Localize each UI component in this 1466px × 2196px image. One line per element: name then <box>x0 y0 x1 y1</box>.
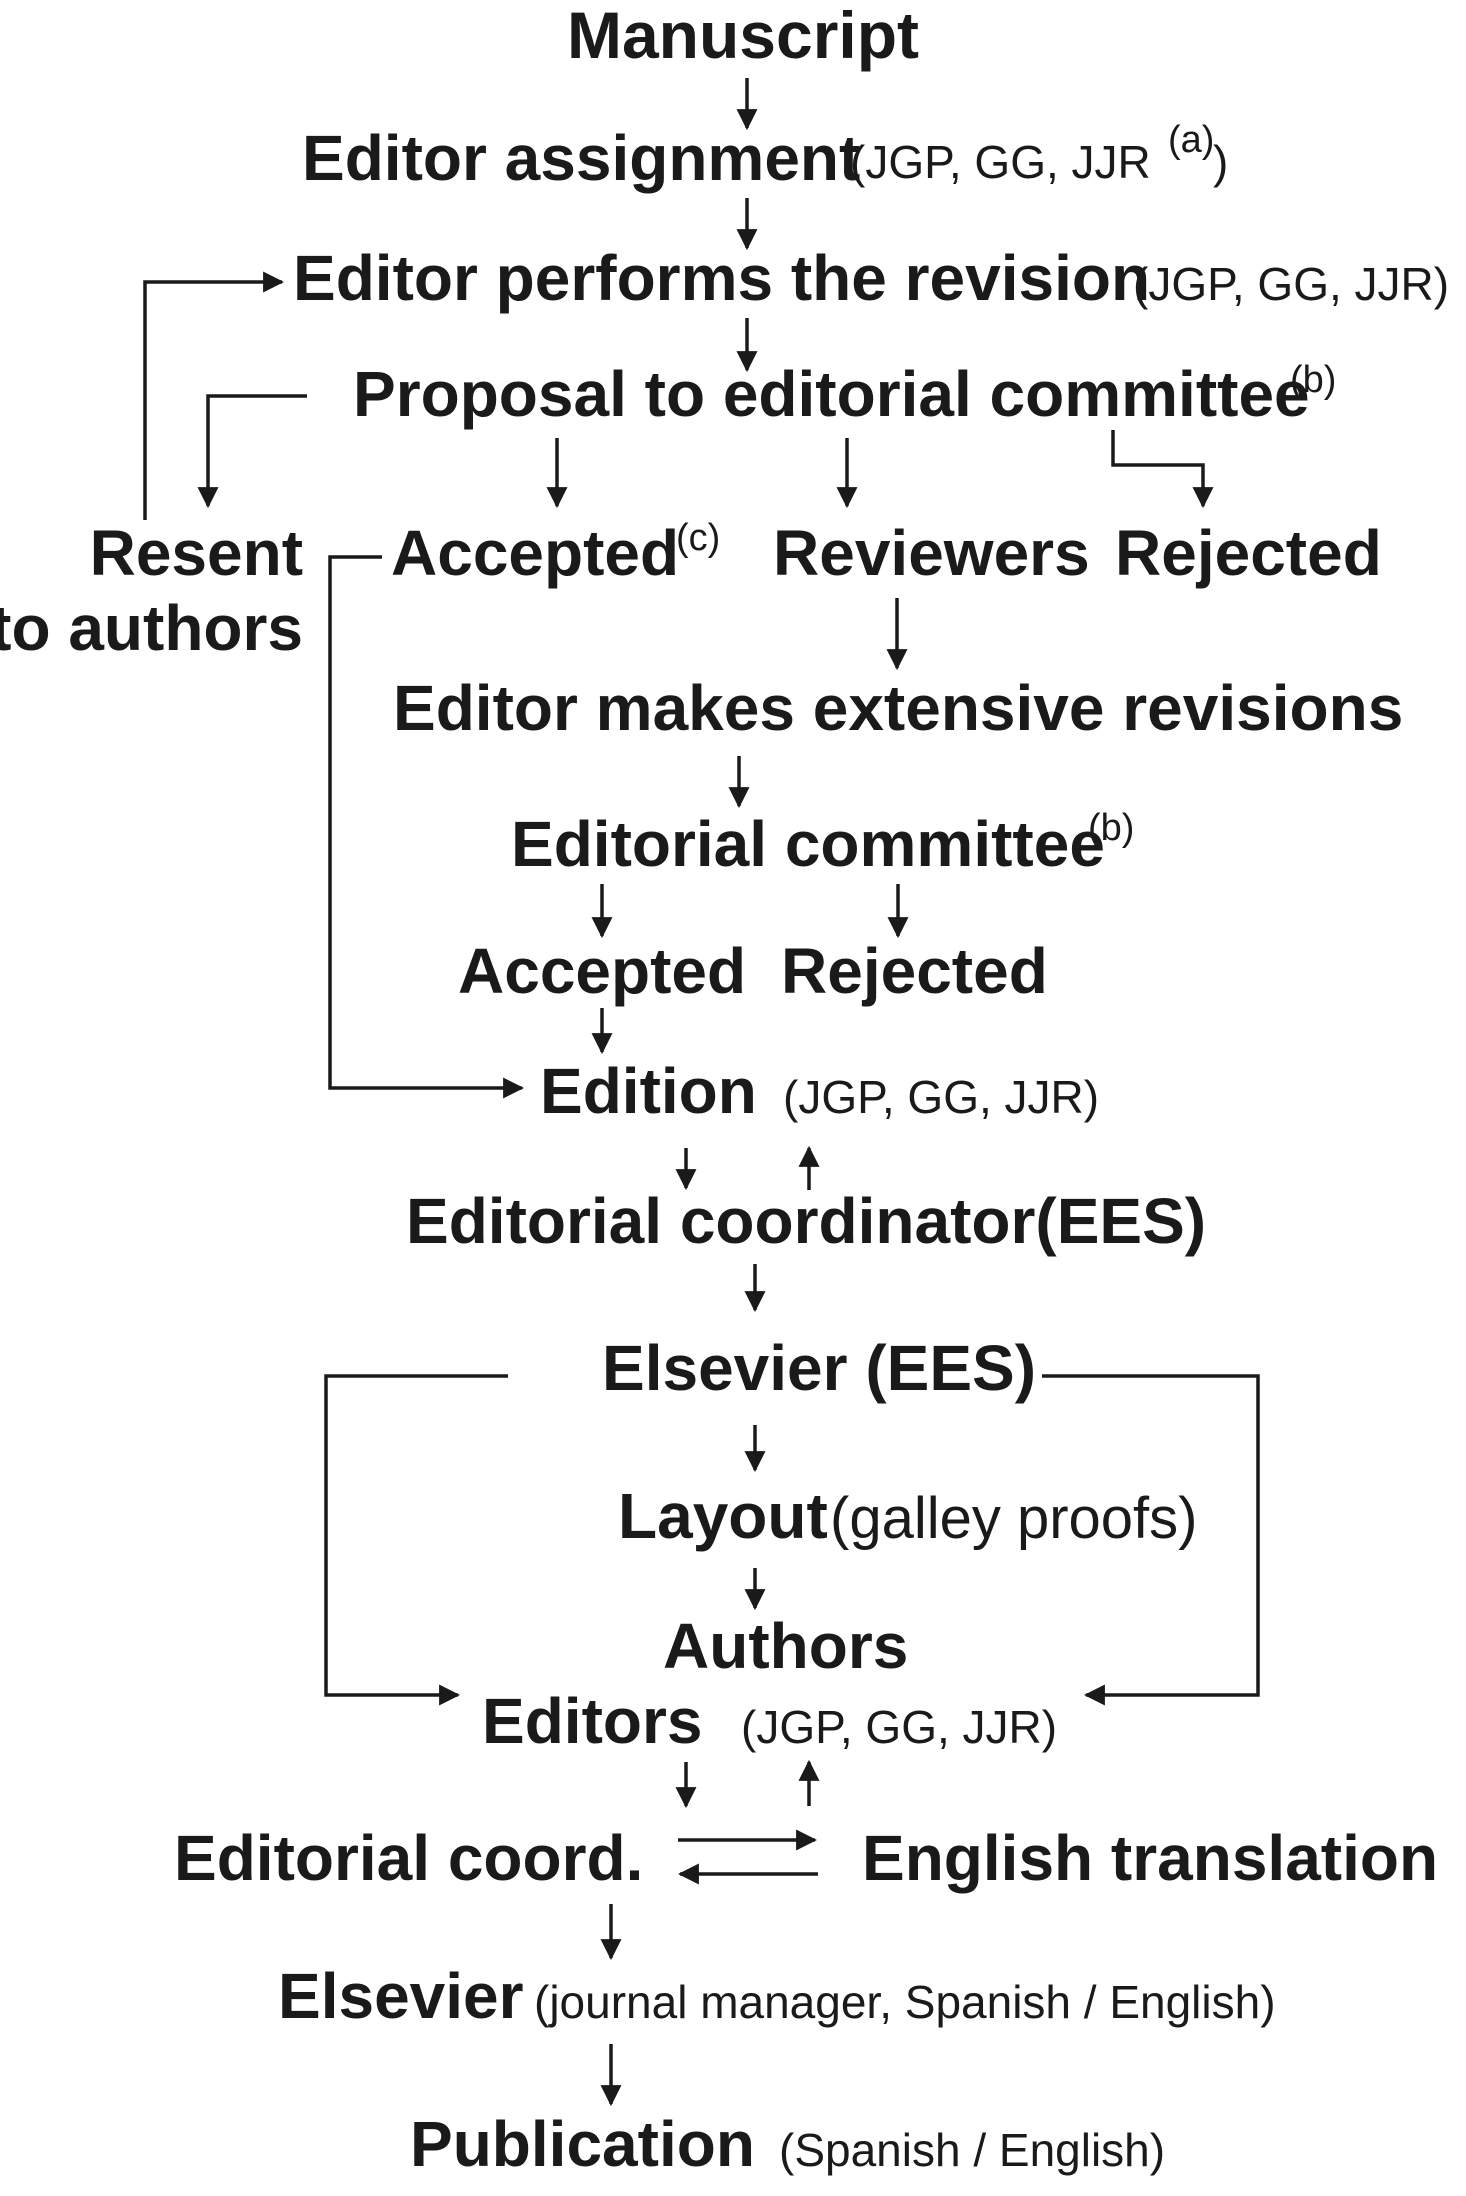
node-editorial-coordinator: Editorial coordinator(EES) <box>406 1185 1206 1257</box>
node-editor-revision: Editor performs the revision <box>293 242 1150 314</box>
editors-note: (JGP, GG, JJR) <box>741 1701 1057 1753</box>
node-resent-line-2: to authors <box>0 592 303 664</box>
elsevier-note: (journal manager, Spanish / English) <box>534 1976 1276 2028</box>
node-edition: Edition <box>540 1055 757 1127</box>
node-reviewers: Reviewers <box>773 517 1090 589</box>
node-editorial-committee: Editorial committee <box>511 808 1105 880</box>
node-elsevier: Elsevier <box>278 1960 524 2032</box>
arrow-proposal-to-resent <box>197 394 307 509</box>
footnote-b: (b) <box>1290 359 1336 401</box>
node-editors: Editors <box>482 1685 702 1757</box>
node-rejected-2: Rejected <box>781 935 1048 1007</box>
node-extensive-revisions: Editor makes extensive revisions <box>393 672 1403 744</box>
node-proposal: Proposal to editorial committee <box>353 358 1310 430</box>
node-authors: Authors <box>663 1610 908 1682</box>
node-accepted: Accepted <box>391 517 679 589</box>
node-editorial-coord: Editorial coord. <box>174 1822 643 1894</box>
footnote-c: (c) <box>676 517 720 559</box>
node-editor-assignment: Editor assignment <box>302 122 860 194</box>
editor-assignment-note: (JGP, GG, JJR <box>850 136 1151 188</box>
node-resent-line-1: Resent <box>90 517 303 589</box>
node-rejected: Rejected <box>1115 517 1382 589</box>
arrow-elsevier-left-to-editors <box>324 1374 508 1706</box>
node-accepted-2: Accepted <box>458 935 746 1007</box>
layout-note: (galley proofs) <box>830 1486 1197 1551</box>
arrow-proposal-to-rejected <box>1111 430 1214 509</box>
publication-note: (Spanish / English) <box>779 2124 1165 2176</box>
node-english-translation: English translation <box>862 1822 1438 1894</box>
editor-revision-note: (JGP, GG, JJR) <box>1133 258 1449 310</box>
node-publication: Publication <box>410 2108 755 2180</box>
arrow-elsevier-right-to-editors <box>1042 1374 1260 1706</box>
editor-assignment-note-close: ) <box>1213 136 1228 188</box>
footnote-a: (a) <box>1168 119 1214 161</box>
node-elsevier-ees: Elsevier (EES) <box>602 1332 1036 1404</box>
node-manuscript: Manuscript <box>567 0 919 72</box>
node-layout: Layout <box>618 1480 828 1552</box>
edition-note: (JGP, GG, JJR) <box>783 1071 1099 1123</box>
arrow-resent-to-revision <box>143 271 285 520</box>
arrow-accepted-to-edition <box>328 555 525 1099</box>
footnote-b-2: (b) <box>1088 807 1134 849</box>
